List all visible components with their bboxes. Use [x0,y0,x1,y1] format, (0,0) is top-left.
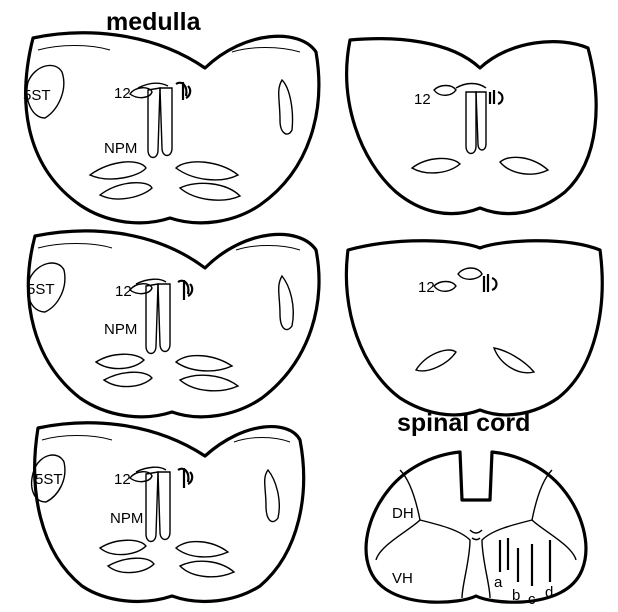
label-track-a: a [494,574,503,591]
medulla-section-left-3: 5ST 12 NPM [32,423,304,602]
label-track-d: d [545,584,553,601]
medulla-section-left-1: 5ST 12 NPM [23,33,319,223]
label-dh: DH [392,505,414,522]
medulla-section-right-1: 12 [347,39,596,214]
label-5st-2: 5ST [27,281,55,298]
title-medulla: medulla [106,8,202,36]
medulla-section-left-2: 5ST 12 NPM [27,231,319,417]
spinal-cord-section: DH VH a b c d [366,452,586,608]
label-vh: VH [392,570,413,587]
label-5st-3: 5ST [35,471,63,488]
label-12-3: 12 [114,471,131,488]
label-track-c: c [528,591,536,608]
label-12-1: 12 [114,85,131,102]
label-12-2: 12 [115,283,132,300]
medulla-section-right-2: 12 [346,241,602,415]
label-12-4: 12 [414,91,431,108]
label-npm-3: NPM [110,510,143,527]
label-5st-1: 5ST [23,87,51,104]
label-npm-2: NPM [104,321,137,338]
label-npm-1: NPM [104,140,137,157]
label-track-b: b [512,587,520,604]
label-12-5: 12 [418,279,435,296]
